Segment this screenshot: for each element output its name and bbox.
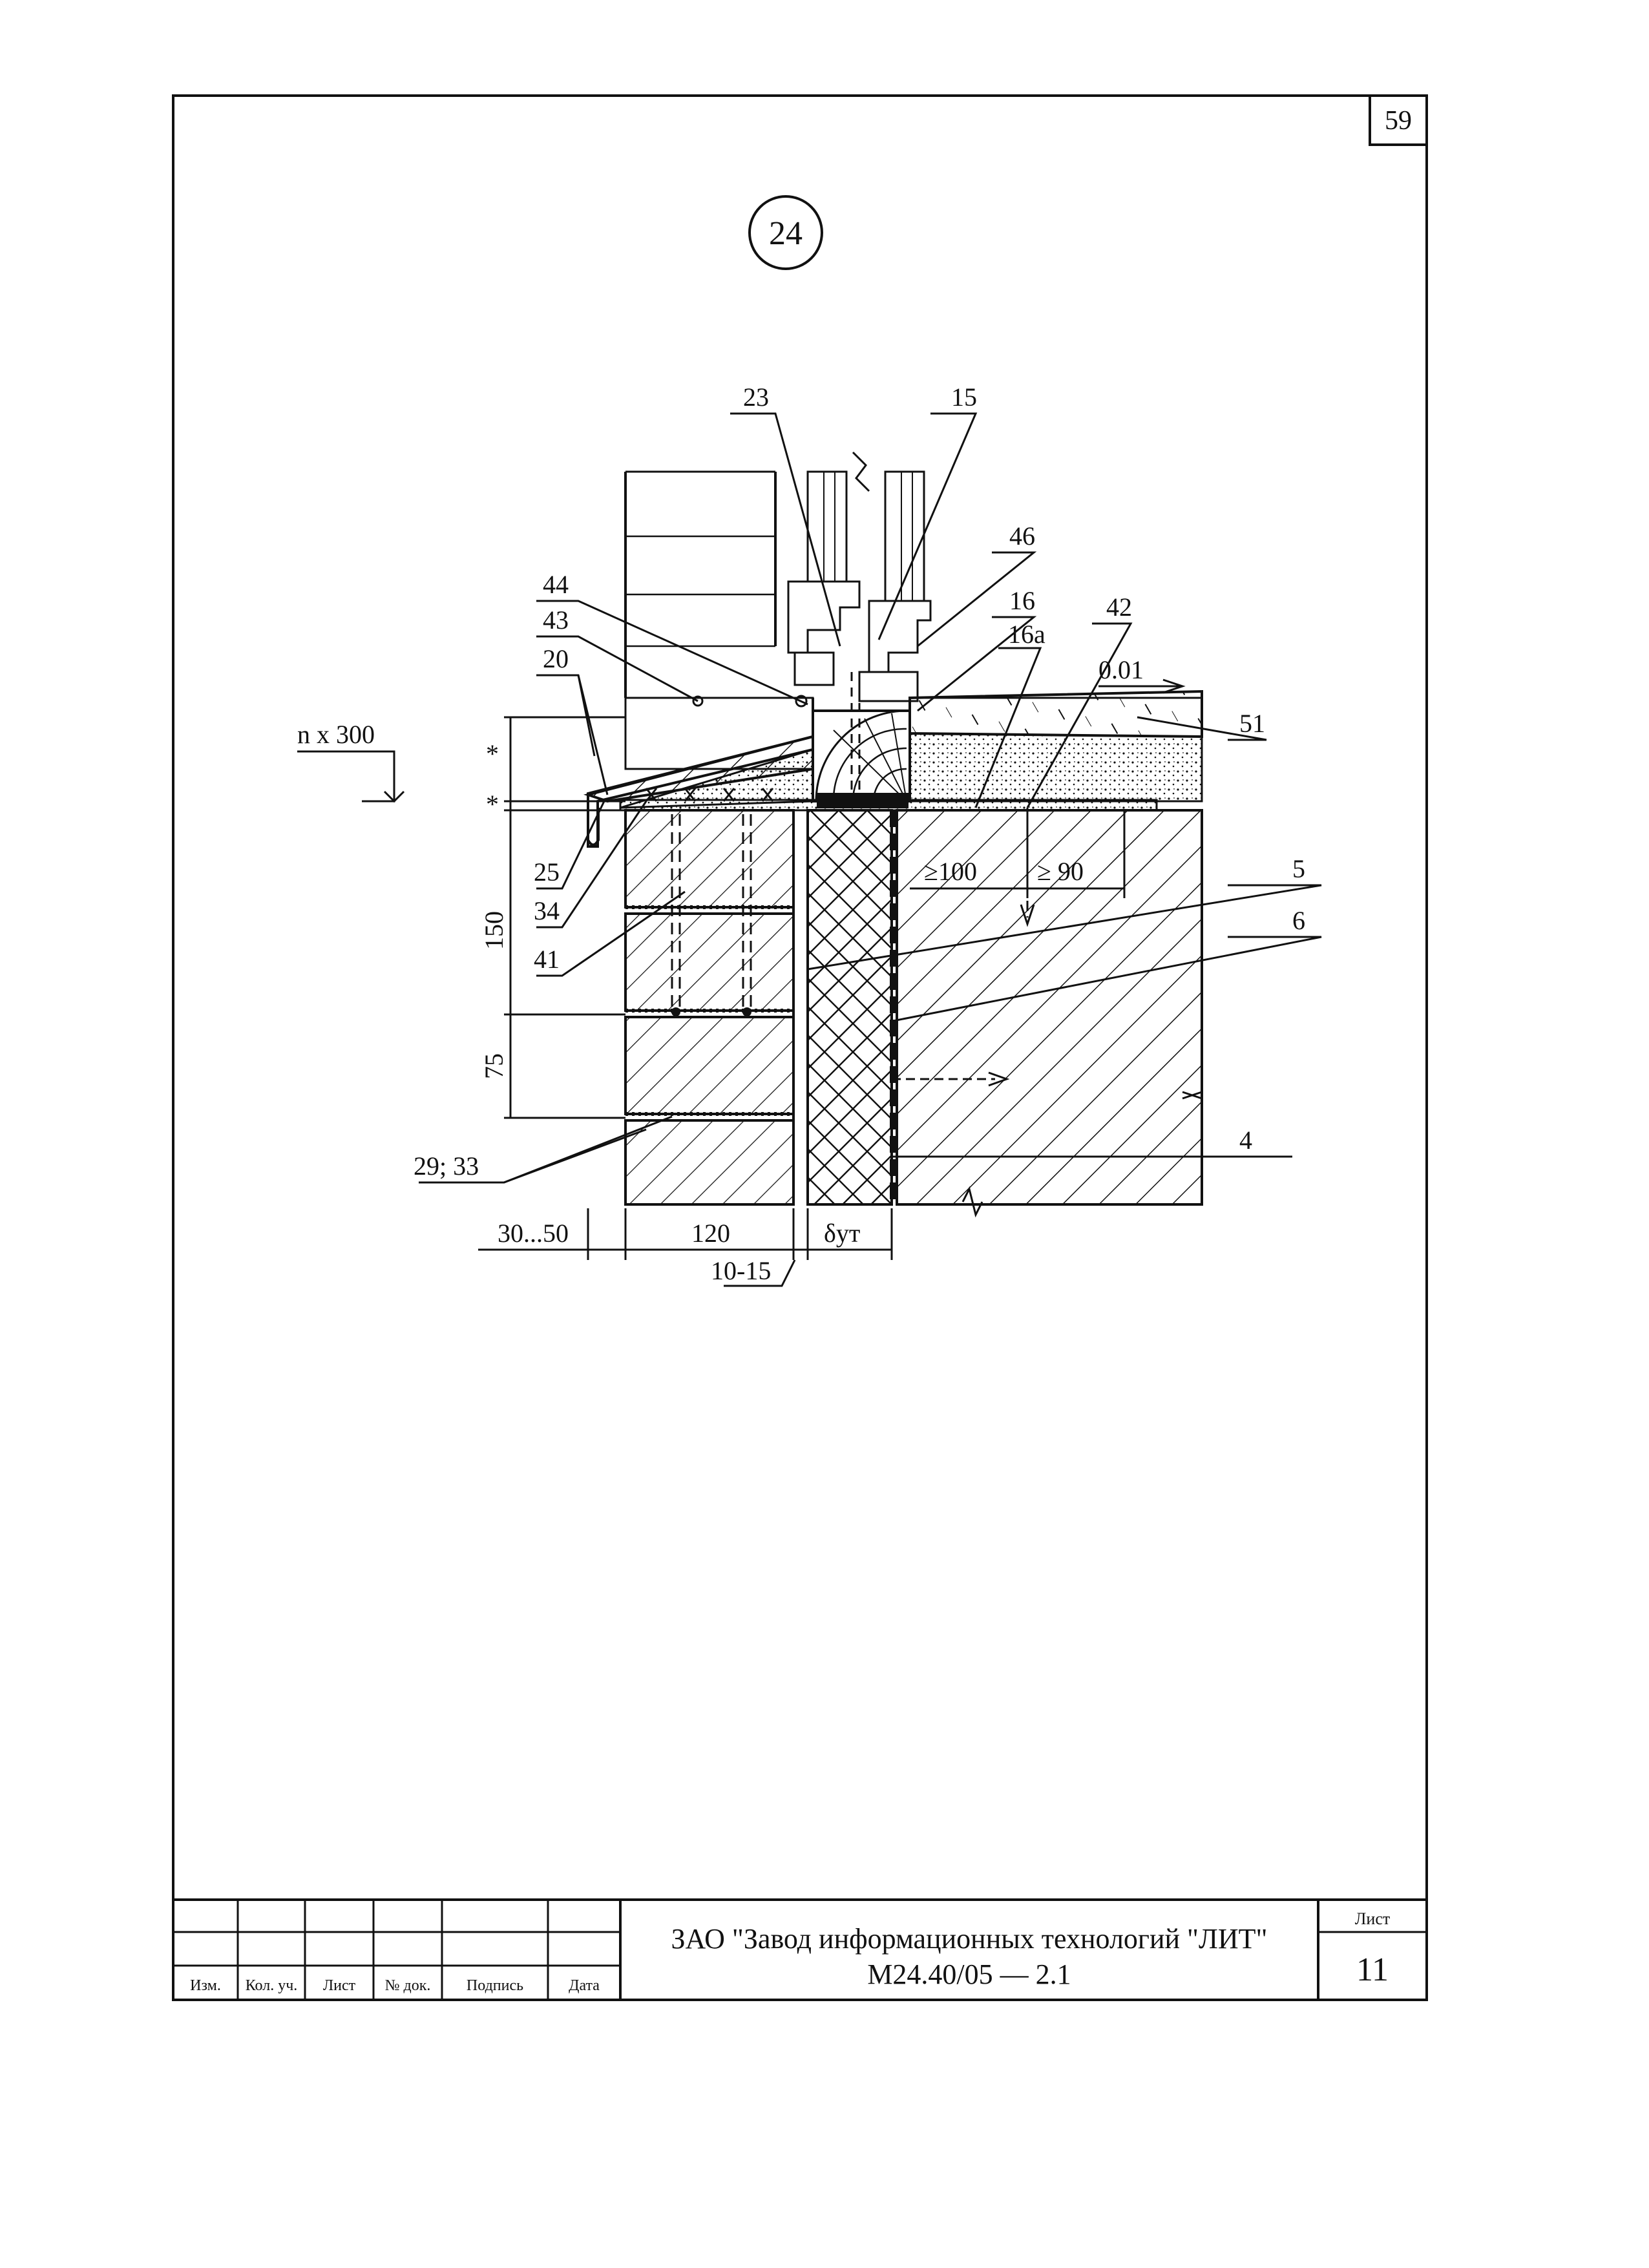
thermal-insulation	[806, 809, 893, 1206]
dim-delta-ut: δут	[824, 1219, 860, 1248]
dim-star-top: *	[486, 739, 499, 768]
callout-25: 25	[534, 857, 560, 887]
callout-43: 43	[543, 605, 569, 635]
callout-labels: 23 15 46 16 16a 42 44 43 20 51 25 34 41 …	[414, 383, 1305, 1181]
interior-sill-board	[909, 689, 1203, 803]
callout-16: 16	[1009, 586, 1035, 615]
sheet-number: 11	[1356, 1951, 1389, 1988]
dim-gte90: ≥ 90	[1037, 857, 1084, 886]
brick-cladding	[624, 788, 795, 1206]
dim-star-bottom: *	[486, 790, 499, 819]
sheet-label: Лист	[1355, 1909, 1390, 1928]
col-sign: Подпись	[467, 1977, 523, 1994]
dimension-labels: 0.01 n x 300 * * 150 75 ≥100 ≥ 90 30...5…	[297, 655, 1144, 1285]
col-izm: Изм.	[190, 1977, 221, 1994]
foam-insulation	[812, 709, 911, 808]
col-kol: Кол. уч.	[246, 1977, 298, 1994]
corner-sheet-number: 59	[1385, 106, 1412, 136]
title-block	[172, 1898, 1428, 2001]
bearing-wall	[892, 808, 1203, 1218]
dim-step: n x 300	[297, 720, 375, 749]
callout-5: 5	[1292, 854, 1305, 883]
document-code: М24.40/05 — 2.1	[867, 1958, 1071, 1990]
company-name: ЗАО "Завод информационных технологий "ЛИ…	[671, 1923, 1268, 1955]
callout-16a: 16a	[1008, 620, 1045, 649]
frame	[172, 94, 1428, 2001]
leader-lines	[419, 412, 1322, 1184]
air-gap	[792, 810, 809, 1204]
callout-34: 34	[534, 896, 560, 925]
dim-10-15: 10-15	[711, 1256, 771, 1285]
col-doc: № док.	[385, 1977, 431, 1994]
dim-150: 150	[479, 911, 509, 950]
callout-46: 46	[1009, 521, 1035, 551]
callout-51: 51	[1239, 709, 1265, 738]
window-frame	[624, 451, 932, 801]
detail-number: 24	[769, 215, 803, 252]
detail-marker: 24	[748, 195, 823, 270]
dim-75: 75	[479, 1053, 509, 1079]
callout-29-33: 29; 33	[414, 1151, 479, 1181]
callout-6: 6	[1292, 906, 1305, 935]
dimension-lines	[297, 678, 1186, 1287]
title-block-text: Изм. Кол. уч. Лист № док. Подпись Дата З…	[190, 1909, 1390, 1994]
dim-slope: 0.01	[1098, 655, 1144, 684]
dim-gte100: ≥100	[924, 857, 977, 886]
dim-30-50: 30...50	[498, 1219, 569, 1248]
callout-44: 44	[543, 570, 569, 599]
callout-4: 4	[1239, 1126, 1252, 1155]
callout-20: 20	[543, 644, 569, 673]
dim-120: 120	[691, 1219, 730, 1248]
callout-42: 42	[1106, 593, 1132, 622]
callout-23: 23	[743, 383, 769, 412]
callout-41: 41	[534, 945, 560, 974]
col-date: Дата	[569, 1977, 600, 1994]
col-list: Лист	[323, 1977, 356, 1994]
callout-15: 15	[951, 383, 977, 412]
